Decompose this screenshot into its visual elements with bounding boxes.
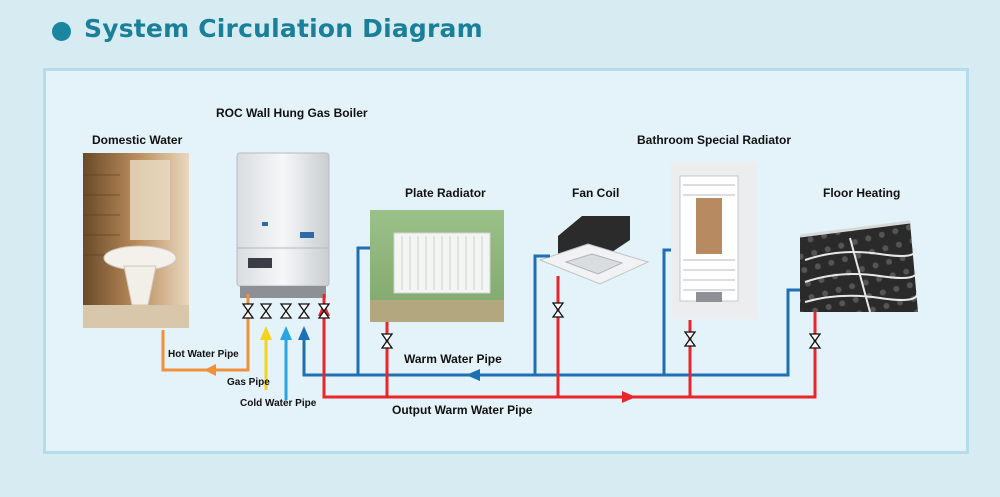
warm-water-pipe-label: Warm Water Pipe (404, 352, 502, 366)
output-warm-water-pipe (318, 276, 817, 403)
gas-pipe (260, 326, 272, 390)
boiler-label: ROC Wall Hung Gas Boiler (216, 106, 368, 120)
valve-gas-icon (259, 303, 273, 319)
valve-output-icon (317, 303, 331, 319)
plate-radiator-label: Plate Radiator (405, 186, 486, 200)
output-warm-water-pipe-label: Output Warm Water Pipe (392, 403, 533, 417)
boiler-image (236, 152, 330, 298)
valve-fan-coil-icon (551, 302, 565, 318)
header-bullet-icon (52, 22, 71, 41)
fan-coil-label: Fan Coil (572, 186, 619, 200)
hot-water-pipe-label: Hot Water Pipe (168, 349, 239, 360)
floor-heating-image (799, 220, 919, 313)
plate-radiator-image (370, 210, 504, 322)
valve-cold-water-icon (279, 303, 293, 319)
fan-coil-image (538, 216, 650, 285)
hot-water-pipe (161, 305, 250, 376)
valve-plate-radiator-icon (380, 333, 394, 349)
page-title: System Circulation Diagram (84, 14, 483, 43)
valves (241, 302, 822, 349)
valve-bathroom-radiator-icon (683, 331, 697, 347)
bathroom-radiator-image (671, 162, 757, 319)
floor-heating-label: Floor Heating (823, 186, 900, 200)
gas-pipe-label: Gas Pipe (227, 377, 270, 388)
domestic-water-image (83, 153, 189, 328)
cold-water-pipe (280, 326, 292, 400)
bathroom-radiator-label: Bathroom Special Radiator (637, 133, 791, 147)
valve-hot-water-icon (241, 303, 255, 319)
valve-return-icon (297, 303, 311, 319)
warm-water-pipe (298, 246, 800, 381)
valve-floor-heating-icon (808, 333, 822, 349)
cold-water-pipe-label: Cold Water Pipe (240, 398, 317, 409)
domestic-water-label: Domestic Water (92, 133, 183, 147)
